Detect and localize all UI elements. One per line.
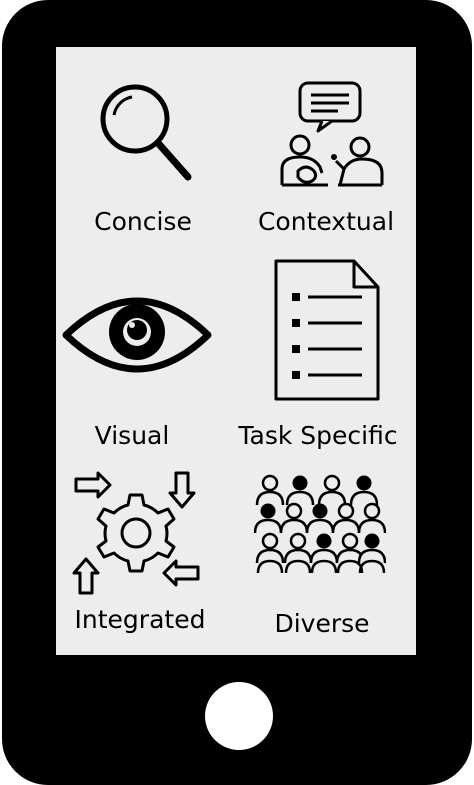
label-visual: Visual	[94, 421, 170, 450]
label-concise: Concise	[94, 207, 192, 236]
label-integrated: Integrated	[74, 605, 206, 634]
phone-screen: Concise Contextual Visual	[56, 47, 416, 655]
label-diverse: Diverse	[274, 609, 370, 638]
magnifier-icon	[100, 84, 192, 181]
label-task-specific: Task Specific	[238, 421, 398, 450]
people-conversation-icon	[280, 81, 384, 187]
home-button[interactable]	[205, 682, 273, 750]
label-contextual: Contextual	[257, 207, 395, 236]
gear-arrows-icon	[72, 471, 200, 595]
crowd-icon	[254, 474, 386, 574]
checklist-document-icon	[274, 259, 380, 401]
eye-icon	[62, 297, 212, 373]
